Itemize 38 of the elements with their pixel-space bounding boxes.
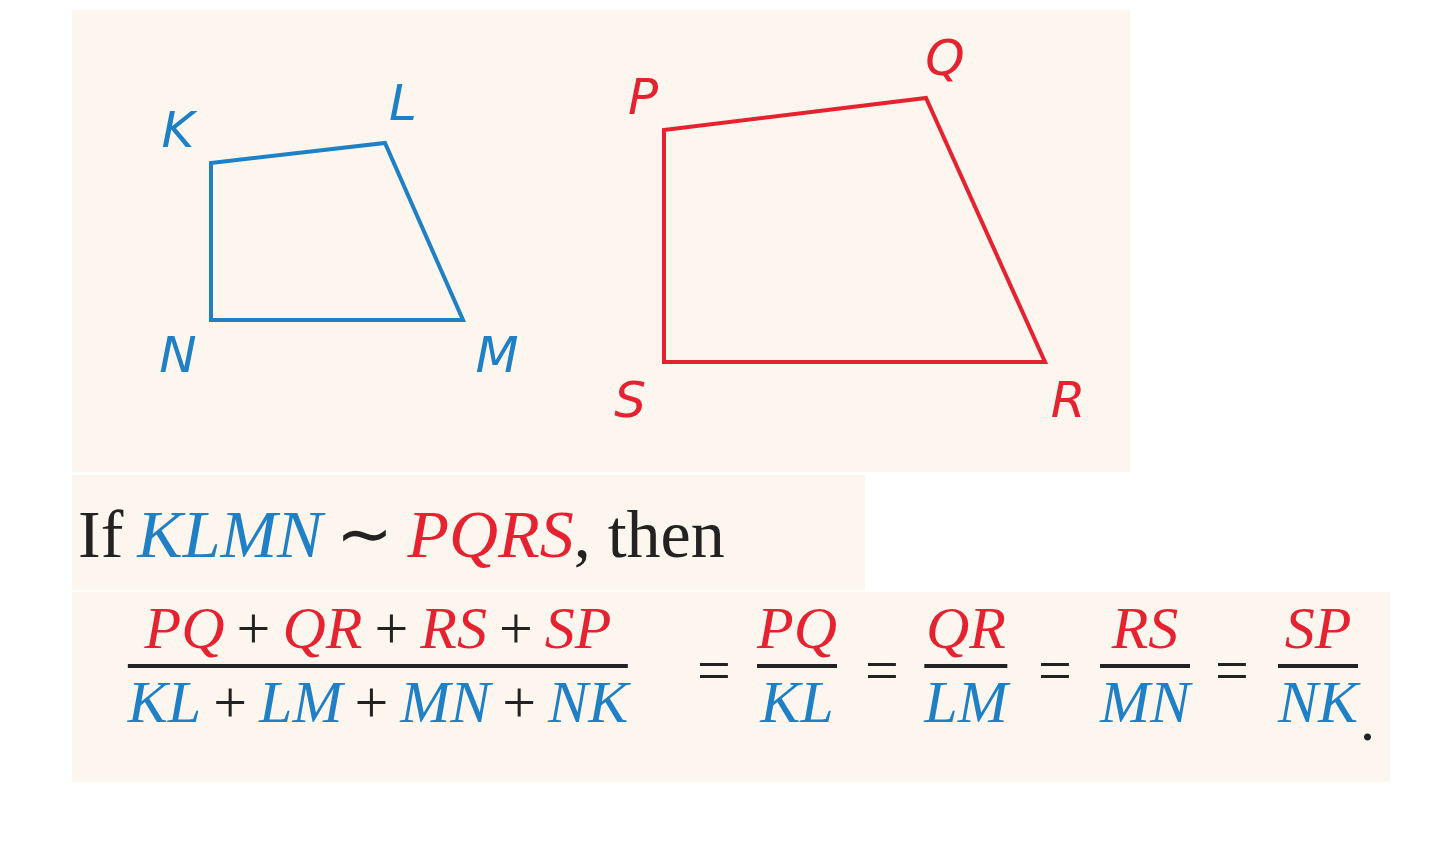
- segment-name: NK: [548, 672, 629, 732]
- segment-name: KL: [760, 672, 834, 732]
- quadrilateral-pqrs: [662, 95, 1049, 364]
- vertex-label: L: [389, 78, 417, 128]
- segment-name: SP: [544, 598, 612, 658]
- vertex-label: P: [627, 72, 659, 122]
- vertex-label: S: [614, 375, 646, 425]
- equals-sign: =: [697, 640, 731, 700]
- plus-sign: +: [502, 672, 537, 732]
- polygon-name: PQRS: [407, 500, 574, 568]
- segment-name: LM: [259, 672, 343, 732]
- quadrilateral-klmn: [209, 140, 467, 322]
- vertex-label: Q: [925, 33, 965, 83]
- segment-name: QR: [282, 598, 363, 658]
- segment-name: PQ: [144, 598, 225, 658]
- statement-text: , then: [573, 500, 725, 568]
- plus-sign: +: [354, 672, 389, 732]
- plus-sign: +: [374, 598, 409, 658]
- equals-sign: =: [865, 640, 899, 700]
- period: .: [1360, 690, 1375, 750]
- vertex-label: R: [1050, 375, 1086, 425]
- segment-name: PQ: [757, 598, 837, 658]
- plus-sign: +: [213, 672, 248, 732]
- segment-name: KL: [127, 672, 202, 732]
- plus-sign: +: [236, 598, 271, 658]
- segment-name: MN: [400, 672, 491, 732]
- vertex-label: K: [161, 105, 195, 155]
- plus-sign: +: [498, 598, 533, 658]
- equals-sign: =: [1038, 640, 1072, 700]
- vertex-label: M: [475, 330, 519, 380]
- equals-sign: =: [1215, 640, 1249, 700]
- segment-name: QR: [926, 598, 1006, 658]
- statement-text: If: [78, 500, 124, 568]
- similarity-symbol: ∼: [336, 500, 394, 568]
- segment-name: RS: [420, 598, 487, 658]
- vertex-label: N: [159, 330, 197, 380]
- segment-name: SP: [1284, 598, 1352, 658]
- segment-name: RS: [1111, 598, 1179, 658]
